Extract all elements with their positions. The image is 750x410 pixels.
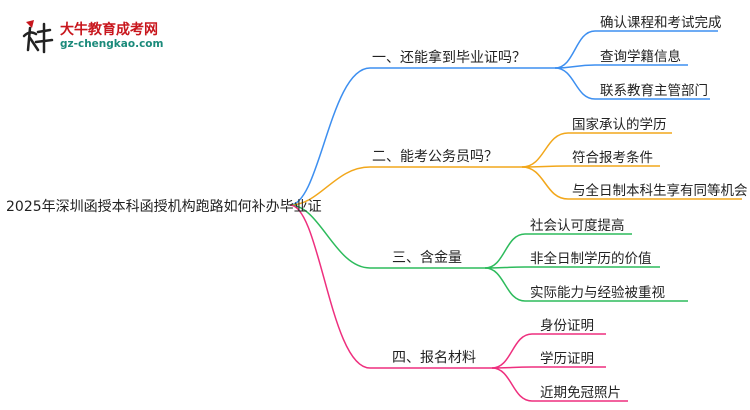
branch-3-leaf-1: 社会认可度提高 <box>530 218 625 234</box>
branch-2-leaf-2: 符合报考条件 <box>572 150 653 166</box>
branch-1-connectors <box>289 30 718 206</box>
branch-3-label: 三、含金量 <box>392 250 462 266</box>
branch-2-leaf-1: 国家承认的学历 <box>572 117 667 133</box>
branch-1-label: 一、还能拿到毕业证吗？ <box>372 50 526 66</box>
branch-3-leaf-3-line <box>484 267 688 302</box>
branch-1-leaf-1: 确认课程和考试完成 <box>600 15 722 31</box>
root-to-branch-1-line <box>289 67 555 206</box>
logo-url: gz-chengkao.com <box>60 38 164 50</box>
root-to-branch-2-line <box>289 166 522 206</box>
branch-1-leaf-3-line <box>554 67 710 100</box>
branch-4-leaf-2-line <box>491 366 606 369</box>
branch-2-leaf-2-line <box>521 165 660 168</box>
branch-3-leaf-2-line <box>484 266 660 269</box>
logo-mark-icon <box>22 20 54 54</box>
root-to-branch-4-line <box>289 204 492 369</box>
branch-3-leaf-1-line <box>484 233 632 269</box>
site-logo: 大牛教育成考网 gz-chengkao.com <box>8 16 208 60</box>
branch-4-leaf-1-line <box>491 333 606 369</box>
branch-1-leaf-1-line <box>554 30 718 69</box>
branch-2-leaf-3-line <box>521 166 742 200</box>
branch-1-leaf-2-line <box>554 64 688 69</box>
branch-2-label: 二、能考公务员吗？ <box>372 149 498 165</box>
branch-4-leaf-3: 近期免冠照片 <box>540 385 621 401</box>
branch-4-connectors <box>289 204 628 402</box>
root-topic: 2025年深圳函授本科函授机构跑路如何补办毕业证 <box>6 199 322 215</box>
branch-3-leaf-2: 非全日制学历的价值 <box>530 251 652 267</box>
branch-1-leaf-3: 联系教育主管部门 <box>600 83 708 99</box>
branch-4-leaf-2: 学历证明 <box>540 351 594 367</box>
branch-3-connectors <box>289 204 688 302</box>
root-to-branch-3-line <box>289 204 485 269</box>
branch-4-leaf-3-line <box>491 367 628 402</box>
branch-3-leaf-3: 实际能力与经验被重视 <box>530 285 665 301</box>
branch-2-leaf-1-line <box>521 132 672 168</box>
branch-4-leaf-1: 身份证明 <box>540 318 594 334</box>
branch-2-connectors <box>289 132 742 206</box>
branch-4-label: 四、报名材料 <box>392 350 476 366</box>
logo-title: 大牛教育成考网 <box>60 22 158 38</box>
branch-1-leaf-2: 查询学籍信息 <box>600 49 681 65</box>
branch-2-leaf-3: 与全日制本科生享有同等机会 <box>572 183 748 199</box>
